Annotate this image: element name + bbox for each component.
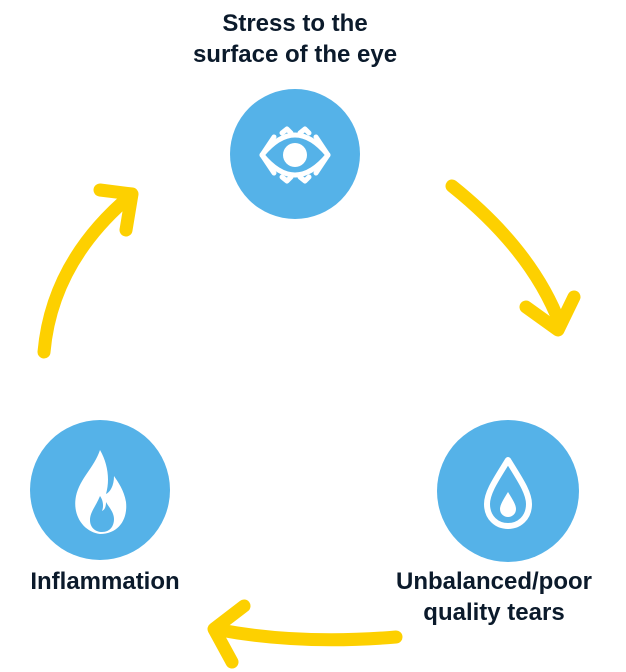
node-label-inflammation-line1: Inflammation: [30, 568, 180, 595]
node-label-inflammation: Inflammation: [0, 566, 210, 597]
node-inflammation-circle: [30, 420, 170, 560]
node-label-stress-line2: surface of the eye: [192, 41, 398, 68]
node-label-tears-line1: Unbalanced/poor: [395, 568, 593, 595]
node-label-stress: Stress to the surface of the eye: [150, 8, 440, 70]
arrow-top-to-right: [445, 179, 567, 331]
arrow-right-to-left-head: [207, 599, 251, 669]
node-label-tears-line2: quality tears: [423, 599, 565, 626]
flame-icon: [75, 450, 127, 534]
node-label-stress-line1: Stress to the: [222, 10, 368, 37]
eye-icon: [259, 126, 331, 184]
arrow-left-to-top-head: [93, 183, 139, 237]
node-stress-circle: [230, 89, 360, 219]
droplet-icon: [484, 457, 532, 529]
arrow-top-to-right-head: [519, 290, 581, 337]
arrow-right-to-left: [213, 623, 403, 647]
node-tears-circle: [437, 420, 579, 562]
node-label-tears: Unbalanced/poor quality tears: [362, 566, 626, 628]
arrow-left-to-top: [37, 189, 137, 359]
